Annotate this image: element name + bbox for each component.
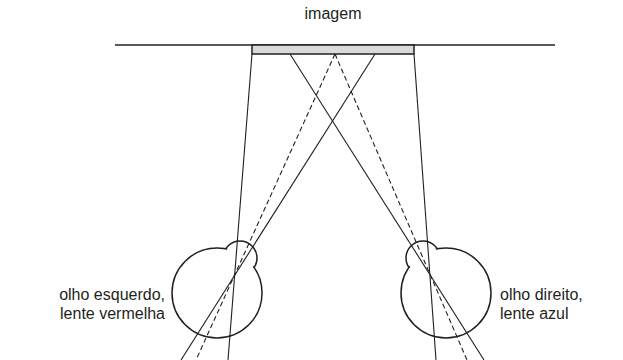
- light-rays: [181, 54, 484, 360]
- image-label: imagem: [233, 4, 433, 23]
- right-eye: [401, 241, 491, 338]
- eye-label: olho direito, lente azul: [500, 285, 615, 323]
- image-strip: [252, 45, 414, 54]
- left-eye: [172, 241, 262, 338]
- eye-label: olho esquerdo, lente vermelha: [42, 285, 165, 323]
